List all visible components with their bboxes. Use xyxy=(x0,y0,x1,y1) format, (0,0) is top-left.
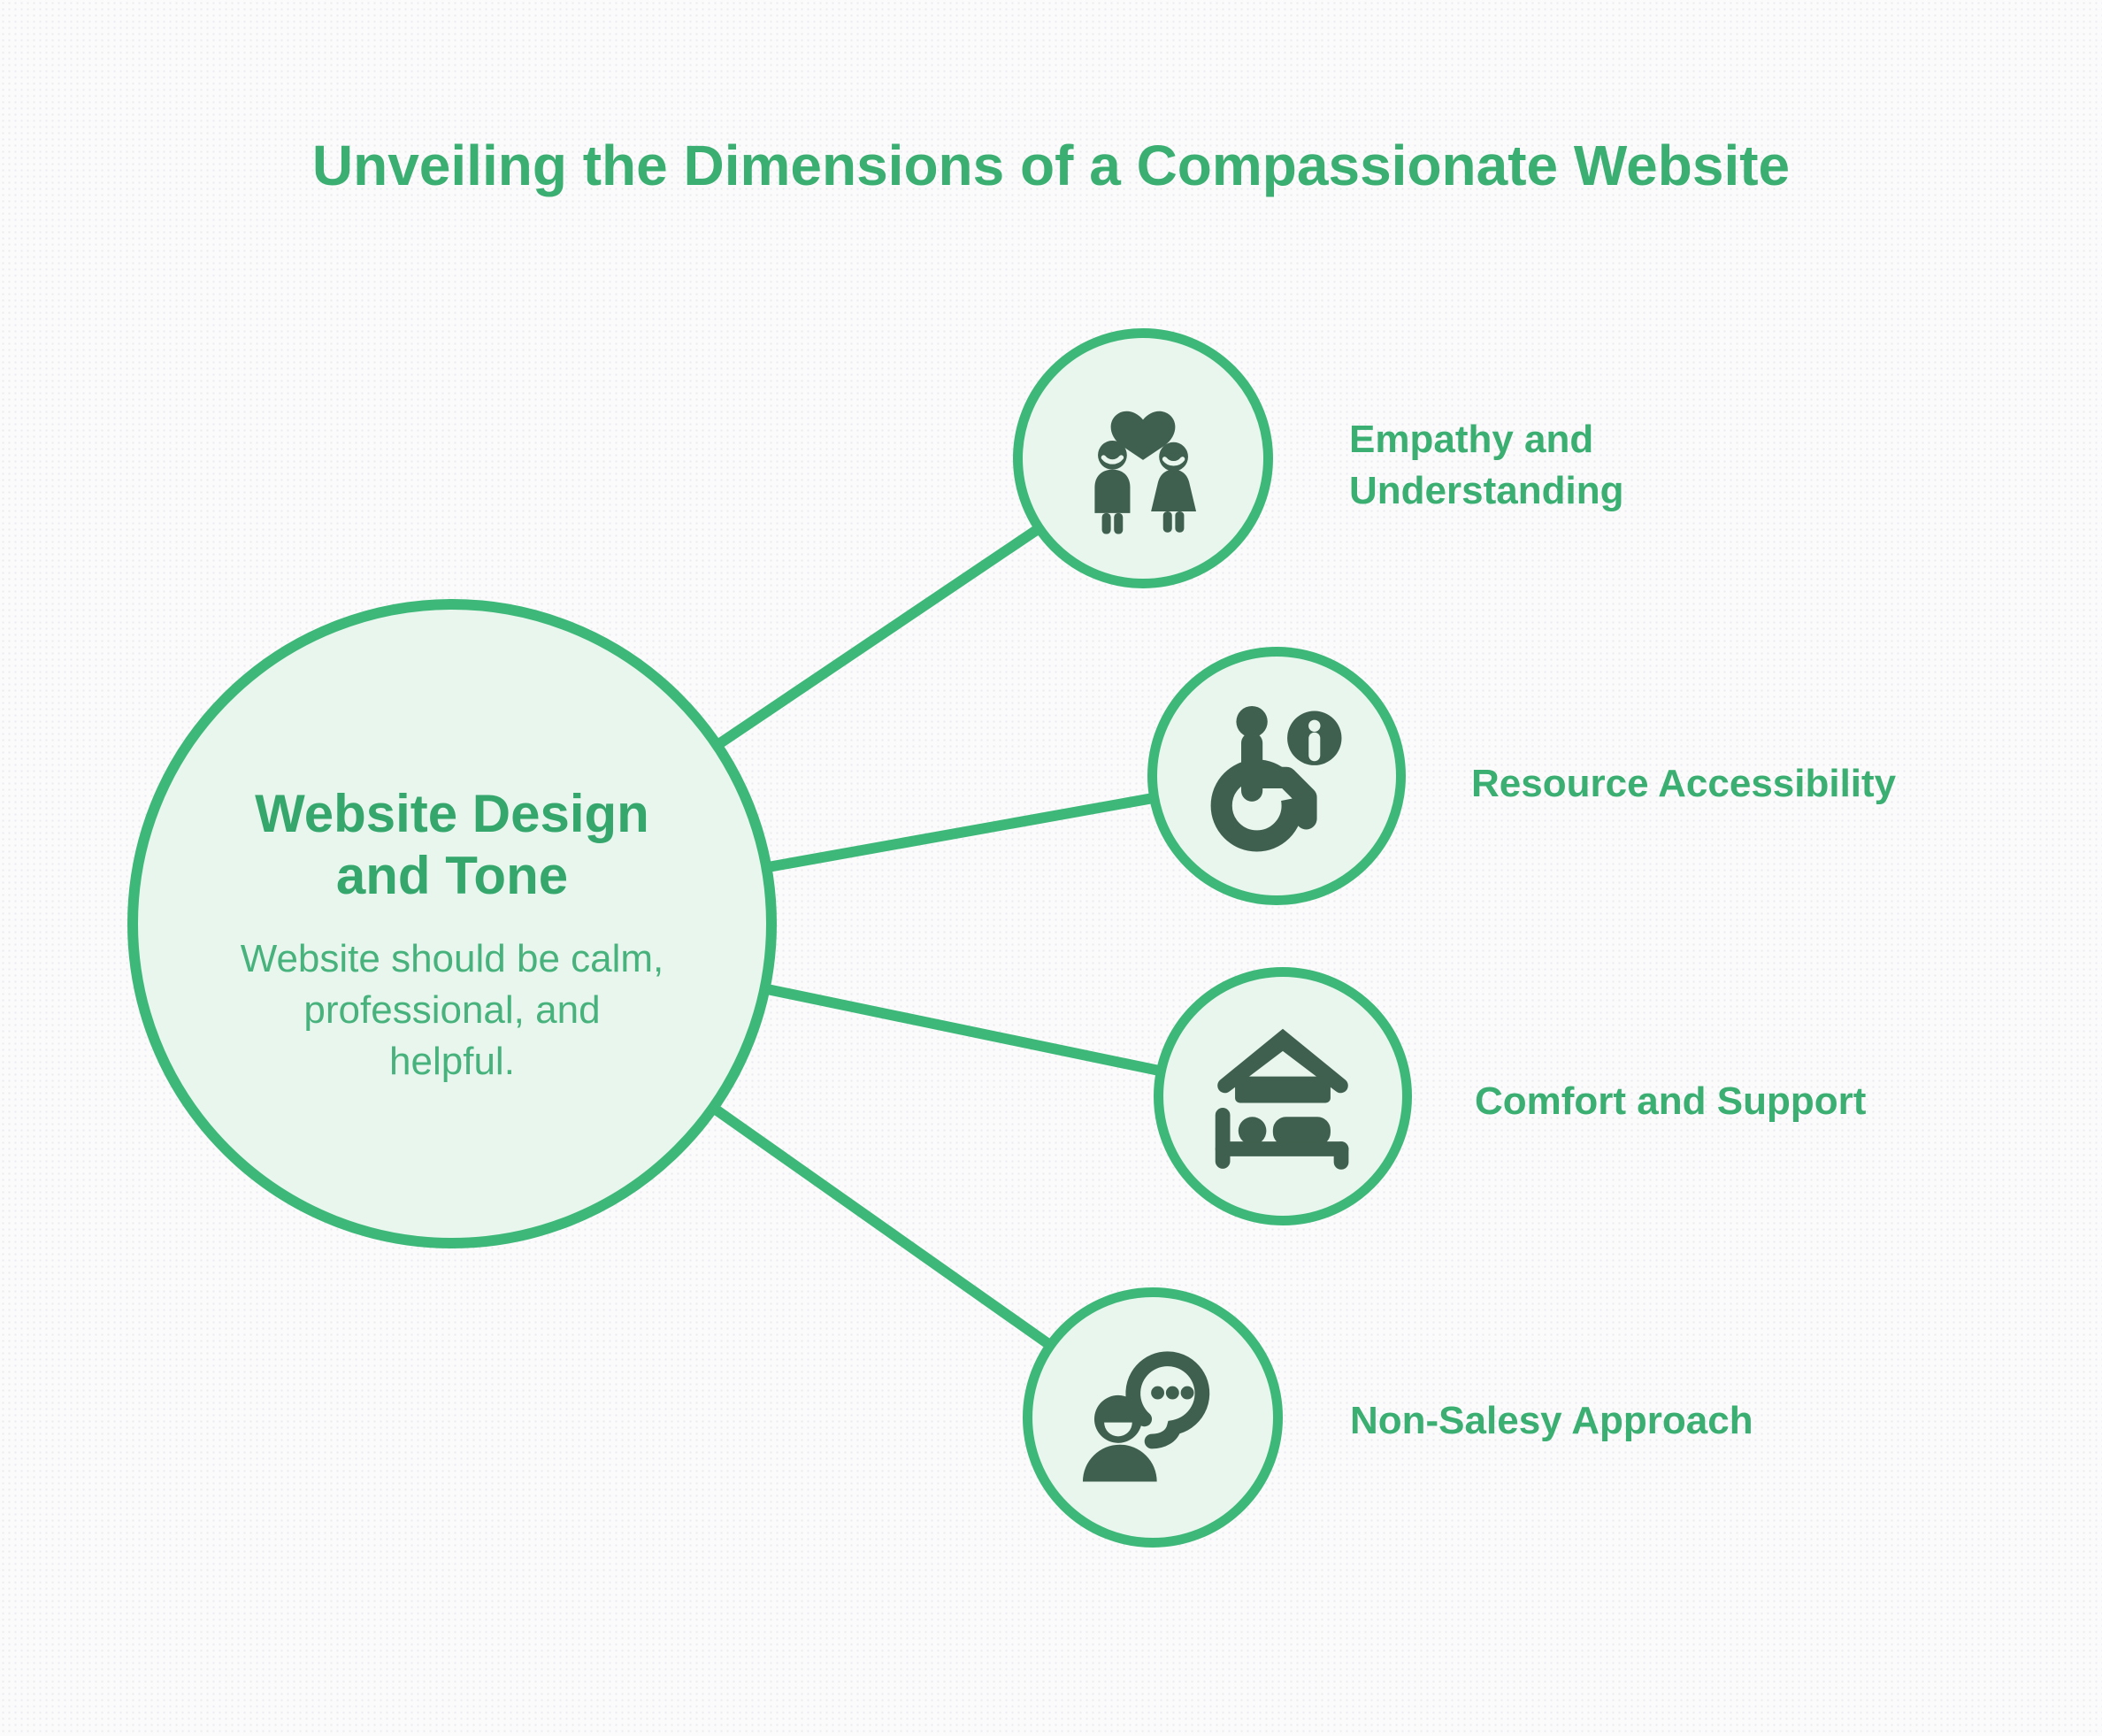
node-empathy xyxy=(1013,328,1273,588)
node-empathy-label-line-1: Empathy and xyxy=(1349,418,1594,461)
page-title: Unveiling the Dimensions of a Compassion… xyxy=(311,134,1791,197)
node-empathy-label: Empathy and Understanding xyxy=(1349,414,1623,517)
house-bed-icon xyxy=(1215,1028,1349,1170)
central-node-title: Website Design and Tone xyxy=(255,783,649,907)
node-resource xyxy=(1147,647,1406,905)
central-title-line-2: and Tone xyxy=(335,846,569,905)
node-nonsalesy xyxy=(1023,1287,1283,1548)
central-description-line-3: helpful. xyxy=(389,1040,515,1083)
central-node: Website Design and Tone Website should b… xyxy=(127,599,777,1248)
central-node-description: Website should be calm, professional, an… xyxy=(241,933,664,1087)
person-chat-icon xyxy=(1082,1351,1210,1482)
wheelchair-info-icon xyxy=(1210,705,1342,852)
people-heart-icon xyxy=(1094,411,1197,534)
central-title-line-1: Website Design xyxy=(255,784,649,843)
central-description-line-2: professional, and xyxy=(303,988,601,1032)
node-nonsalesy-label: Non-Salesy Approach xyxy=(1350,1399,1753,1442)
node-resource-label: Resource Accessibility xyxy=(1471,762,1897,805)
node-comfort xyxy=(1154,967,1412,1225)
node-empathy-label-line-2: Understanding xyxy=(1349,469,1624,512)
node-comfort-label: Comfort and Support xyxy=(1475,1079,1867,1123)
central-description-line-1: Website should be calm, xyxy=(240,937,664,980)
